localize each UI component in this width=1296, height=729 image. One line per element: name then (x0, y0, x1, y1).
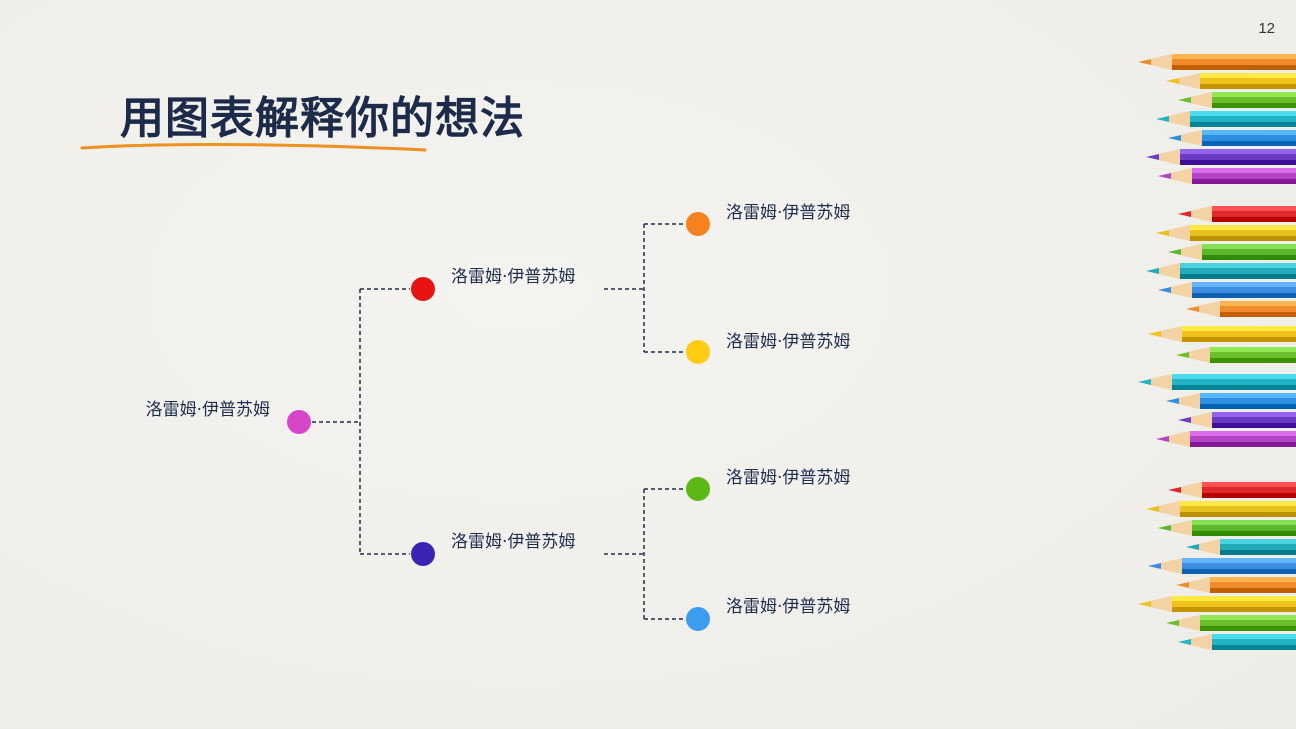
pencil (1146, 501, 1296, 517)
pencil (1158, 520, 1296, 536)
pencil (1168, 482, 1296, 498)
page-title: 用图表解释你的想法 (120, 93, 525, 144)
pencil (1178, 206, 1296, 222)
title-underline (80, 143, 427, 152)
pencil (1156, 225, 1296, 241)
branch-node-label-1: 洛雷姆·伊普苏姆 (451, 267, 576, 287)
leaf-node-dot-1 (686, 212, 710, 236)
leaf-node-dot-2 (686, 340, 710, 364)
pencil (1186, 301, 1296, 317)
leaf-node-label-1: 洛雷姆·伊普苏姆 (726, 203, 851, 223)
pencil (1138, 374, 1296, 390)
pencil (1178, 634, 1296, 650)
pencil (1166, 615, 1296, 631)
pencil (1178, 92, 1296, 108)
pencil (1186, 539, 1296, 555)
pencil (1168, 130, 1296, 146)
pencil (1168, 244, 1296, 260)
pencil (1178, 412, 1296, 428)
leaf-node-label-4: 洛雷姆·伊普苏姆 (726, 597, 851, 617)
pencil (1166, 73, 1296, 89)
page-number: 12 (1258, 20, 1275, 37)
root-node-dot (287, 410, 311, 434)
pencil (1146, 149, 1296, 165)
branch-node-dot-1 (411, 277, 435, 301)
pencil (1138, 596, 1296, 612)
leaf-node-label-3: 洛雷姆·伊普苏姆 (726, 468, 851, 488)
root-node-label: 洛雷姆·伊普苏姆 (145, 400, 270, 420)
pencil (1156, 111, 1296, 127)
pencil (1156, 431, 1296, 447)
pencil (1148, 558, 1296, 574)
branch-node-dot-2 (411, 542, 435, 566)
colored-pencils-decoration (1138, 54, 1296, 650)
pencil (1148, 326, 1296, 342)
leaf-node-label-2: 洛雷姆·伊普苏姆 (726, 332, 851, 352)
pencil (1158, 168, 1296, 184)
leaf-node-dot-3 (686, 477, 710, 501)
branch-node-label-2: 洛雷姆·伊普苏姆 (451, 532, 576, 552)
leaf-node-dot-4 (686, 607, 710, 631)
pencil (1176, 347, 1296, 363)
pencil (1166, 393, 1296, 409)
pencil (1158, 282, 1296, 298)
pencil (1176, 577, 1296, 593)
pencil (1138, 54, 1296, 70)
pencil (1146, 263, 1296, 279)
